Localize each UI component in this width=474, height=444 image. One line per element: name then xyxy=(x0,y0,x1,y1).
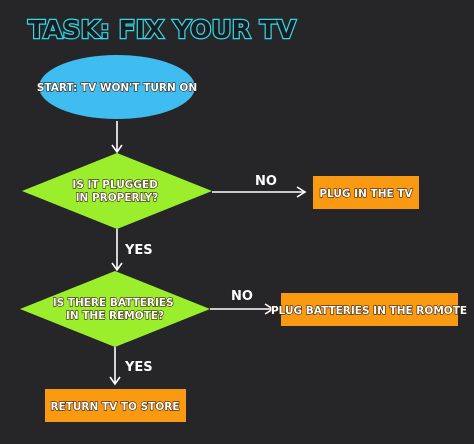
decision-batteries-node: IS THERE BATTERIES IN THE REMOTE? xyxy=(20,271,210,347)
arrow-head xyxy=(111,144,123,154)
action-plug-tv-box xyxy=(313,176,419,209)
start-label-line: START: TV WON'T TURN ON xyxy=(37,82,197,94)
arrow-head xyxy=(109,376,121,386)
decision-plugged-diamond xyxy=(22,153,212,229)
action-return-box xyxy=(45,389,186,422)
arrow-batteries-no: NO xyxy=(210,289,275,315)
decision-plugged-line-1: IS IT PLUGGED xyxy=(72,179,158,191)
decision-batteries-diamond xyxy=(20,271,210,347)
start-node: START: TV WON'T TURN ON xyxy=(36,55,198,119)
decision-batteries-line-1: IS THERE BATTERIES xyxy=(53,297,174,309)
decision-plugged-node: IS IT PLUGGED IN PROPERLY? xyxy=(22,153,212,229)
start-label: START: TV WON'T TURN ON xyxy=(37,82,197,94)
edge-label-plugged-yes: YES xyxy=(124,243,153,258)
action-return-label: RETURN TV TO STORE xyxy=(50,401,179,413)
arrow-start-to-plugged xyxy=(111,121,123,154)
action-plug-batteries-label: PLUG BATTERIES IN THE ROMOTE xyxy=(271,305,467,317)
action-return-line: RETURN TV TO STORE xyxy=(50,401,179,413)
action-plug-batteries-line: PLUG BATTERIES IN THE ROMOTE xyxy=(271,305,467,317)
action-plug-batteries-node: PLUG BATTERIES IN THE ROMOTE xyxy=(270,293,468,326)
decision-plugged-line-2: IN PROPERLY? xyxy=(76,192,159,204)
decision-batteries-line-2: IN THE REMOTE? xyxy=(66,310,164,322)
edge-label-batteries-no: NO xyxy=(231,289,253,304)
edge-label-plugged-no: NO xyxy=(255,174,277,189)
arrow-head xyxy=(111,262,123,272)
action-return-node: RETURN TV TO STORE xyxy=(45,389,186,422)
decision-plugged-label: IS IT PLUGGED IN PROPERLY? xyxy=(72,179,161,204)
arrow-batteries-yes: YES xyxy=(109,347,153,386)
edge-label-batteries-yes: YES xyxy=(124,360,153,375)
action-plug-tv-line: PLUG IN THE TV xyxy=(319,188,413,200)
action-plug-tv-node: PLUG IN THE TV xyxy=(313,176,419,209)
page-title: TASK: FIX YOUR TV xyxy=(28,15,297,44)
start-ellipse xyxy=(39,55,195,119)
arrow-head xyxy=(296,186,307,198)
arrow-plugged-no: NO xyxy=(212,174,307,198)
action-plug-tv-label: PLUG IN THE TV xyxy=(319,188,413,200)
arrow-head xyxy=(264,303,275,315)
arrow-plugged-yes: YES xyxy=(111,229,153,272)
action-plug-batteries-box xyxy=(281,293,458,326)
decision-batteries-label: IS THERE BATTERIES IN THE REMOTE? xyxy=(53,297,178,322)
